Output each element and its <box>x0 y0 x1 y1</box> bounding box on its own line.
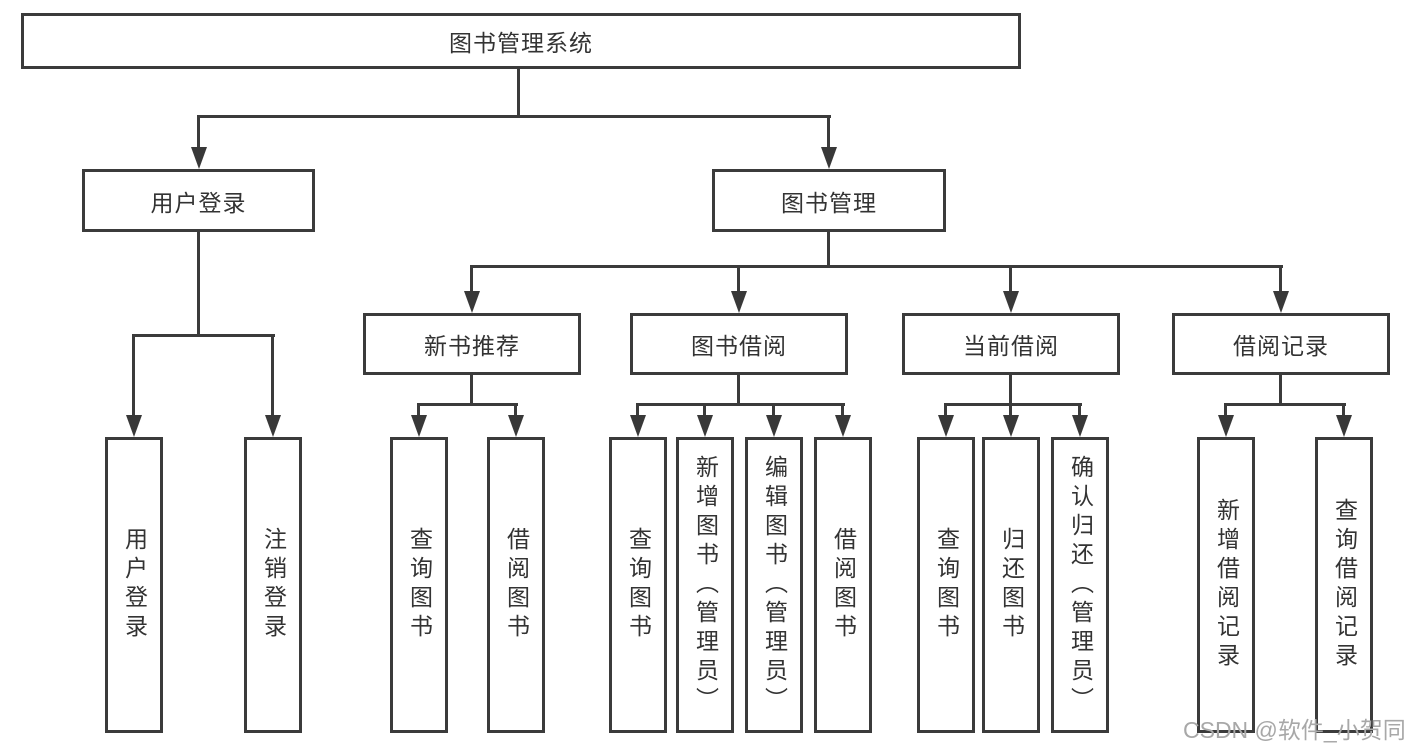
leaf-logout-label: 注销登录 <box>260 527 287 643</box>
connector-drop-borrow-records <box>1279 265 1282 291</box>
leaf-recommend-query-book: 查询图书 <box>390 437 448 733</box>
leaf-confirm-return-admin-label: 确认归还（管理员） <box>1067 454 1094 716</box>
leaf-user-login-label: 用户登录 <box>121 527 148 643</box>
leaf-borrow-book: 借阅图书 <box>814 437 872 733</box>
connector-drop-leaf <box>841 403 844 415</box>
node-new-book-recommend: 新书推荐 <box>363 313 581 375</box>
node-book-management: 图书管理 <box>712 169 946 232</box>
connector-stem-book-borrow <box>737 374 740 406</box>
connector-rail-borrow-records-children <box>1224 403 1346 406</box>
connector-drop-leaf <box>944 403 947 415</box>
leaf-add-borrow-record-label: 新增借阅记录 <box>1213 498 1240 672</box>
arrow-down-icon <box>1003 415 1019 437</box>
connector-drop-book-borrow <box>737 265 740 291</box>
connector-stem-book-management <box>827 231 830 268</box>
arrow-down-icon <box>938 415 954 437</box>
connector-rail-recommend-children <box>417 403 518 406</box>
connector-drop-leaf <box>514 403 517 415</box>
connector-drop-book-management <box>827 115 830 147</box>
node-book-borrow: 图书借阅 <box>630 313 848 375</box>
leaf-add-borrow-record: 新增借阅记录 <box>1197 437 1255 733</box>
node-borrow-records-label: 借阅记录 <box>1233 333 1329 359</box>
connector-drop-leaf <box>772 403 775 415</box>
connector-rail-current-borrow-children <box>944 403 1082 406</box>
connector-drop-leaf <box>636 403 639 415</box>
arrow-down-icon <box>821 147 837 169</box>
arrow-down-icon <box>766 415 782 437</box>
connector-stem-new-book-recommend <box>470 374 473 406</box>
connector-drop-leaf-logout <box>271 334 274 415</box>
leaf-edit-book-admin: 编辑图书（管理员） <box>745 437 803 733</box>
connector-stem-user-login <box>197 231 200 337</box>
connector-drop-new-book-recommend <box>470 265 473 291</box>
leaf-confirm-return-admin: 确认归还（管理员） <box>1051 437 1109 733</box>
node-book-management-label: 图书管理 <box>781 189 877 216</box>
connector-rail-level2 <box>470 265 1283 268</box>
arrow-down-icon <box>630 415 646 437</box>
connector-rail-book-borrow-children <box>636 403 845 406</box>
connector-drop-leaf <box>1342 403 1345 415</box>
node-user-login: 用户登录 <box>82 169 315 232</box>
arrow-down-icon <box>1273 291 1289 313</box>
node-current-borrow-label: 当前借阅 <box>963 333 1059 359</box>
connector-rail-level1 <box>197 115 831 118</box>
connector-drop-leaf <box>1078 403 1081 415</box>
leaf-add-book-admin-label: 新增图书（管理员） <box>692 454 719 716</box>
arrow-down-icon <box>1218 415 1234 437</box>
connector-drop-user-login <box>197 115 200 147</box>
connector-stem-current-borrow <box>1009 374 1012 406</box>
leaf-borrow-book-label: 借阅图书 <box>830 527 857 643</box>
arrow-down-icon <box>411 415 427 437</box>
leaf-borrow-query-book: 查询图书 <box>609 437 667 733</box>
node-root: 图书管理系统 <box>21 13 1021 69</box>
connector-drop-leaf-user-login <box>132 334 135 415</box>
connector-drop-current-borrow <box>1009 265 1012 291</box>
arrow-down-icon <box>1003 291 1019 313</box>
leaf-borrow-query-book-label: 查询图书 <box>625 527 652 643</box>
node-user-login-label: 用户登录 <box>150 189 247 216</box>
connector-drop-leaf <box>1009 403 1012 415</box>
connector-drop-leaf <box>703 403 706 415</box>
arrow-down-icon <box>265 415 281 437</box>
leaf-query-borrow-record: 查询借阅记录 <box>1315 437 1373 733</box>
leaf-add-book-admin: 新增图书（管理员） <box>676 437 734 733</box>
leaf-edit-book-admin-label: 编辑图书（管理员） <box>761 454 788 716</box>
arrow-down-icon <box>835 415 851 437</box>
leaf-logout: 注销登录 <box>244 437 302 733</box>
leaf-current-query-book-label: 查询图书 <box>933 527 960 643</box>
arrow-down-icon <box>126 415 142 437</box>
arrow-down-icon <box>1072 415 1088 437</box>
connector-rail-user-login-children <box>132 334 275 337</box>
connector-drop-leaf <box>1224 403 1227 415</box>
arrow-down-icon <box>464 291 480 313</box>
connector-drop-leaf <box>417 403 420 415</box>
watermark: CSDN @软件_小贺同学 <box>1183 717 1405 743</box>
leaf-recommend-borrow-book: 借阅图书 <box>487 437 545 733</box>
connector-stem-root <box>517 68 520 118</box>
node-new-book-recommend-label: 新书推荐 <box>424 333 520 359</box>
leaf-recommend-borrow-book-label: 借阅图书 <box>503 527 530 643</box>
node-borrow-records: 借阅记录 <box>1172 313 1390 375</box>
node-book-borrow-label: 图书借阅 <box>691 333 787 359</box>
leaf-return-book-label: 归还图书 <box>998 527 1025 643</box>
connector-stem-borrow-records <box>1279 374 1282 406</box>
arrow-down-icon <box>731 291 747 313</box>
leaf-user-login: 用户登录 <box>105 437 163 733</box>
leaf-recommend-query-book-label: 查询图书 <box>406 527 433 643</box>
leaf-return-book: 归还图书 <box>982 437 1040 733</box>
leaf-query-borrow-record-label: 查询借阅记录 <box>1331 498 1358 672</box>
arrow-down-icon <box>697 415 713 437</box>
arrow-down-icon <box>1336 415 1352 437</box>
arrow-down-icon <box>191 147 207 169</box>
node-root-label: 图书管理系统 <box>449 30 593 56</box>
leaf-current-query-book: 查询图书 <box>917 437 975 733</box>
arrow-down-icon <box>508 415 524 437</box>
node-current-borrow: 当前借阅 <box>902 313 1120 375</box>
